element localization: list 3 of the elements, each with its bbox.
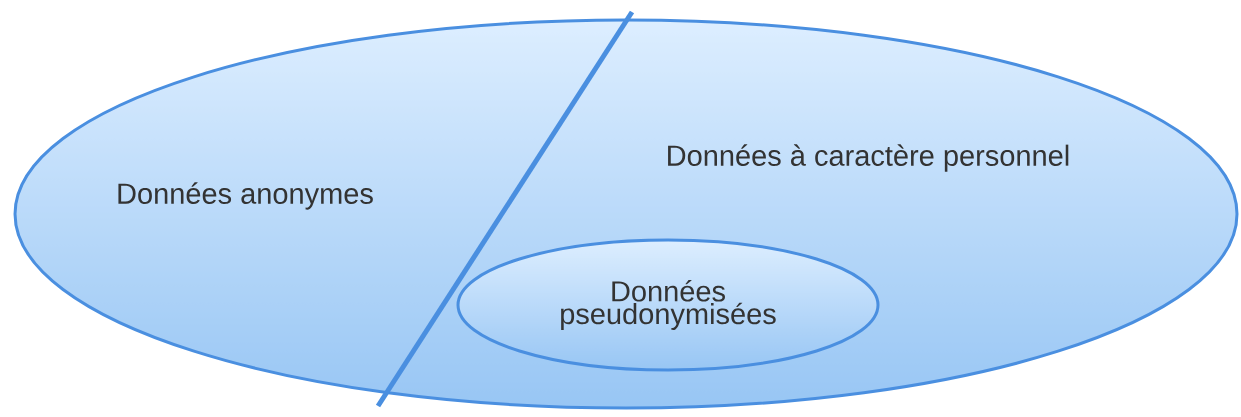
- region-label: Données à caractère personnel: [668, 144, 1069, 172]
- region-label: Données anonymes: [118, 182, 373, 210]
- ellipse-shape: [13, 18, 1239, 410]
